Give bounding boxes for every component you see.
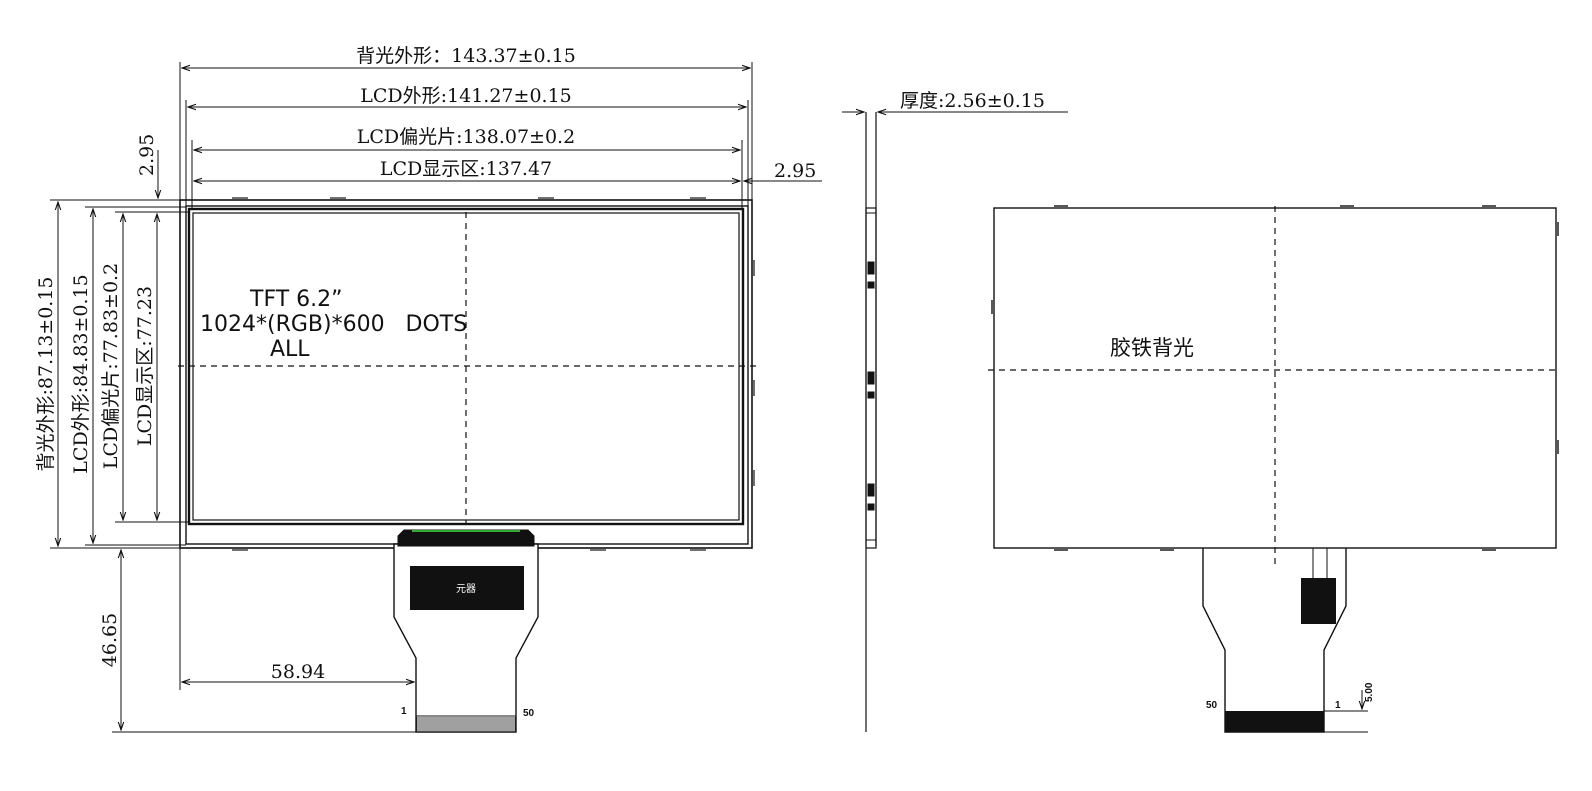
back-view bbox=[988, 205, 1560, 733]
dim-backlight-height: 背光外形:87.13±0.15 bbox=[35, 276, 57, 471]
back-view-label: 胶铁背光 bbox=[1110, 336, 1194, 360]
dim-lcd-height: LCD外形:84.83±0.15 bbox=[70, 274, 92, 473]
back-ic-block bbox=[1301, 578, 1336, 624]
fpc-gold-fingers bbox=[416, 717, 516, 731]
panel-text-viewing: ALL bbox=[270, 337, 310, 362]
front-pin-first: 1 bbox=[401, 706, 407, 717]
dim-right-margin: 2.95 bbox=[774, 160, 816, 182]
back-fpc-cable bbox=[1202, 548, 1347, 733]
dim-backlight-width: 背光外形：143.37±0.15 bbox=[356, 45, 576, 67]
dim-fpc-length: 46.65 bbox=[99, 613, 121, 667]
panel-text-resolution: 1024*(RGB)*600 DOTS bbox=[200, 312, 467, 337]
dim-thickness: 厚度:2.56±0.15 bbox=[900, 90, 1045, 112]
lcd-outline bbox=[185, 205, 749, 545]
ic-label: 元器 bbox=[456, 583, 476, 595]
ic-label-box bbox=[410, 566, 524, 610]
backlight-outline bbox=[179, 199, 753, 549]
panel-text-size: TFT 6.2” bbox=[249, 287, 343, 312]
back-pin-last: 1 bbox=[1335, 700, 1341, 711]
back-gold-fingers bbox=[1225, 711, 1324, 732]
dim-active-height: LCD显示区:77.23 bbox=[134, 286, 156, 446]
dim-tail: 5.00 bbox=[1364, 682, 1375, 702]
front-pin-last: 50 bbox=[523, 708, 535, 719]
dim-fpc-offset: 58.94 bbox=[271, 661, 325, 683]
side-view bbox=[842, 112, 1068, 732]
dim-polarizer-height: LCD偏光片:77.83±0.2 bbox=[100, 263, 122, 469]
fpc-bond bbox=[397, 529, 535, 547]
dim-active-width: LCD显示区:137.47 bbox=[380, 158, 552, 180]
back-pin-first: 50 bbox=[1206, 700, 1218, 711]
dim-polarizer-width: LCD偏光片:138.07±0.2 bbox=[357, 126, 575, 148]
dim-lcd-width: LCD外形:141.27±0.15 bbox=[360, 85, 572, 107]
front-view bbox=[50, 62, 822, 733]
dim-top-margin: 2.95 bbox=[136, 134, 158, 176]
